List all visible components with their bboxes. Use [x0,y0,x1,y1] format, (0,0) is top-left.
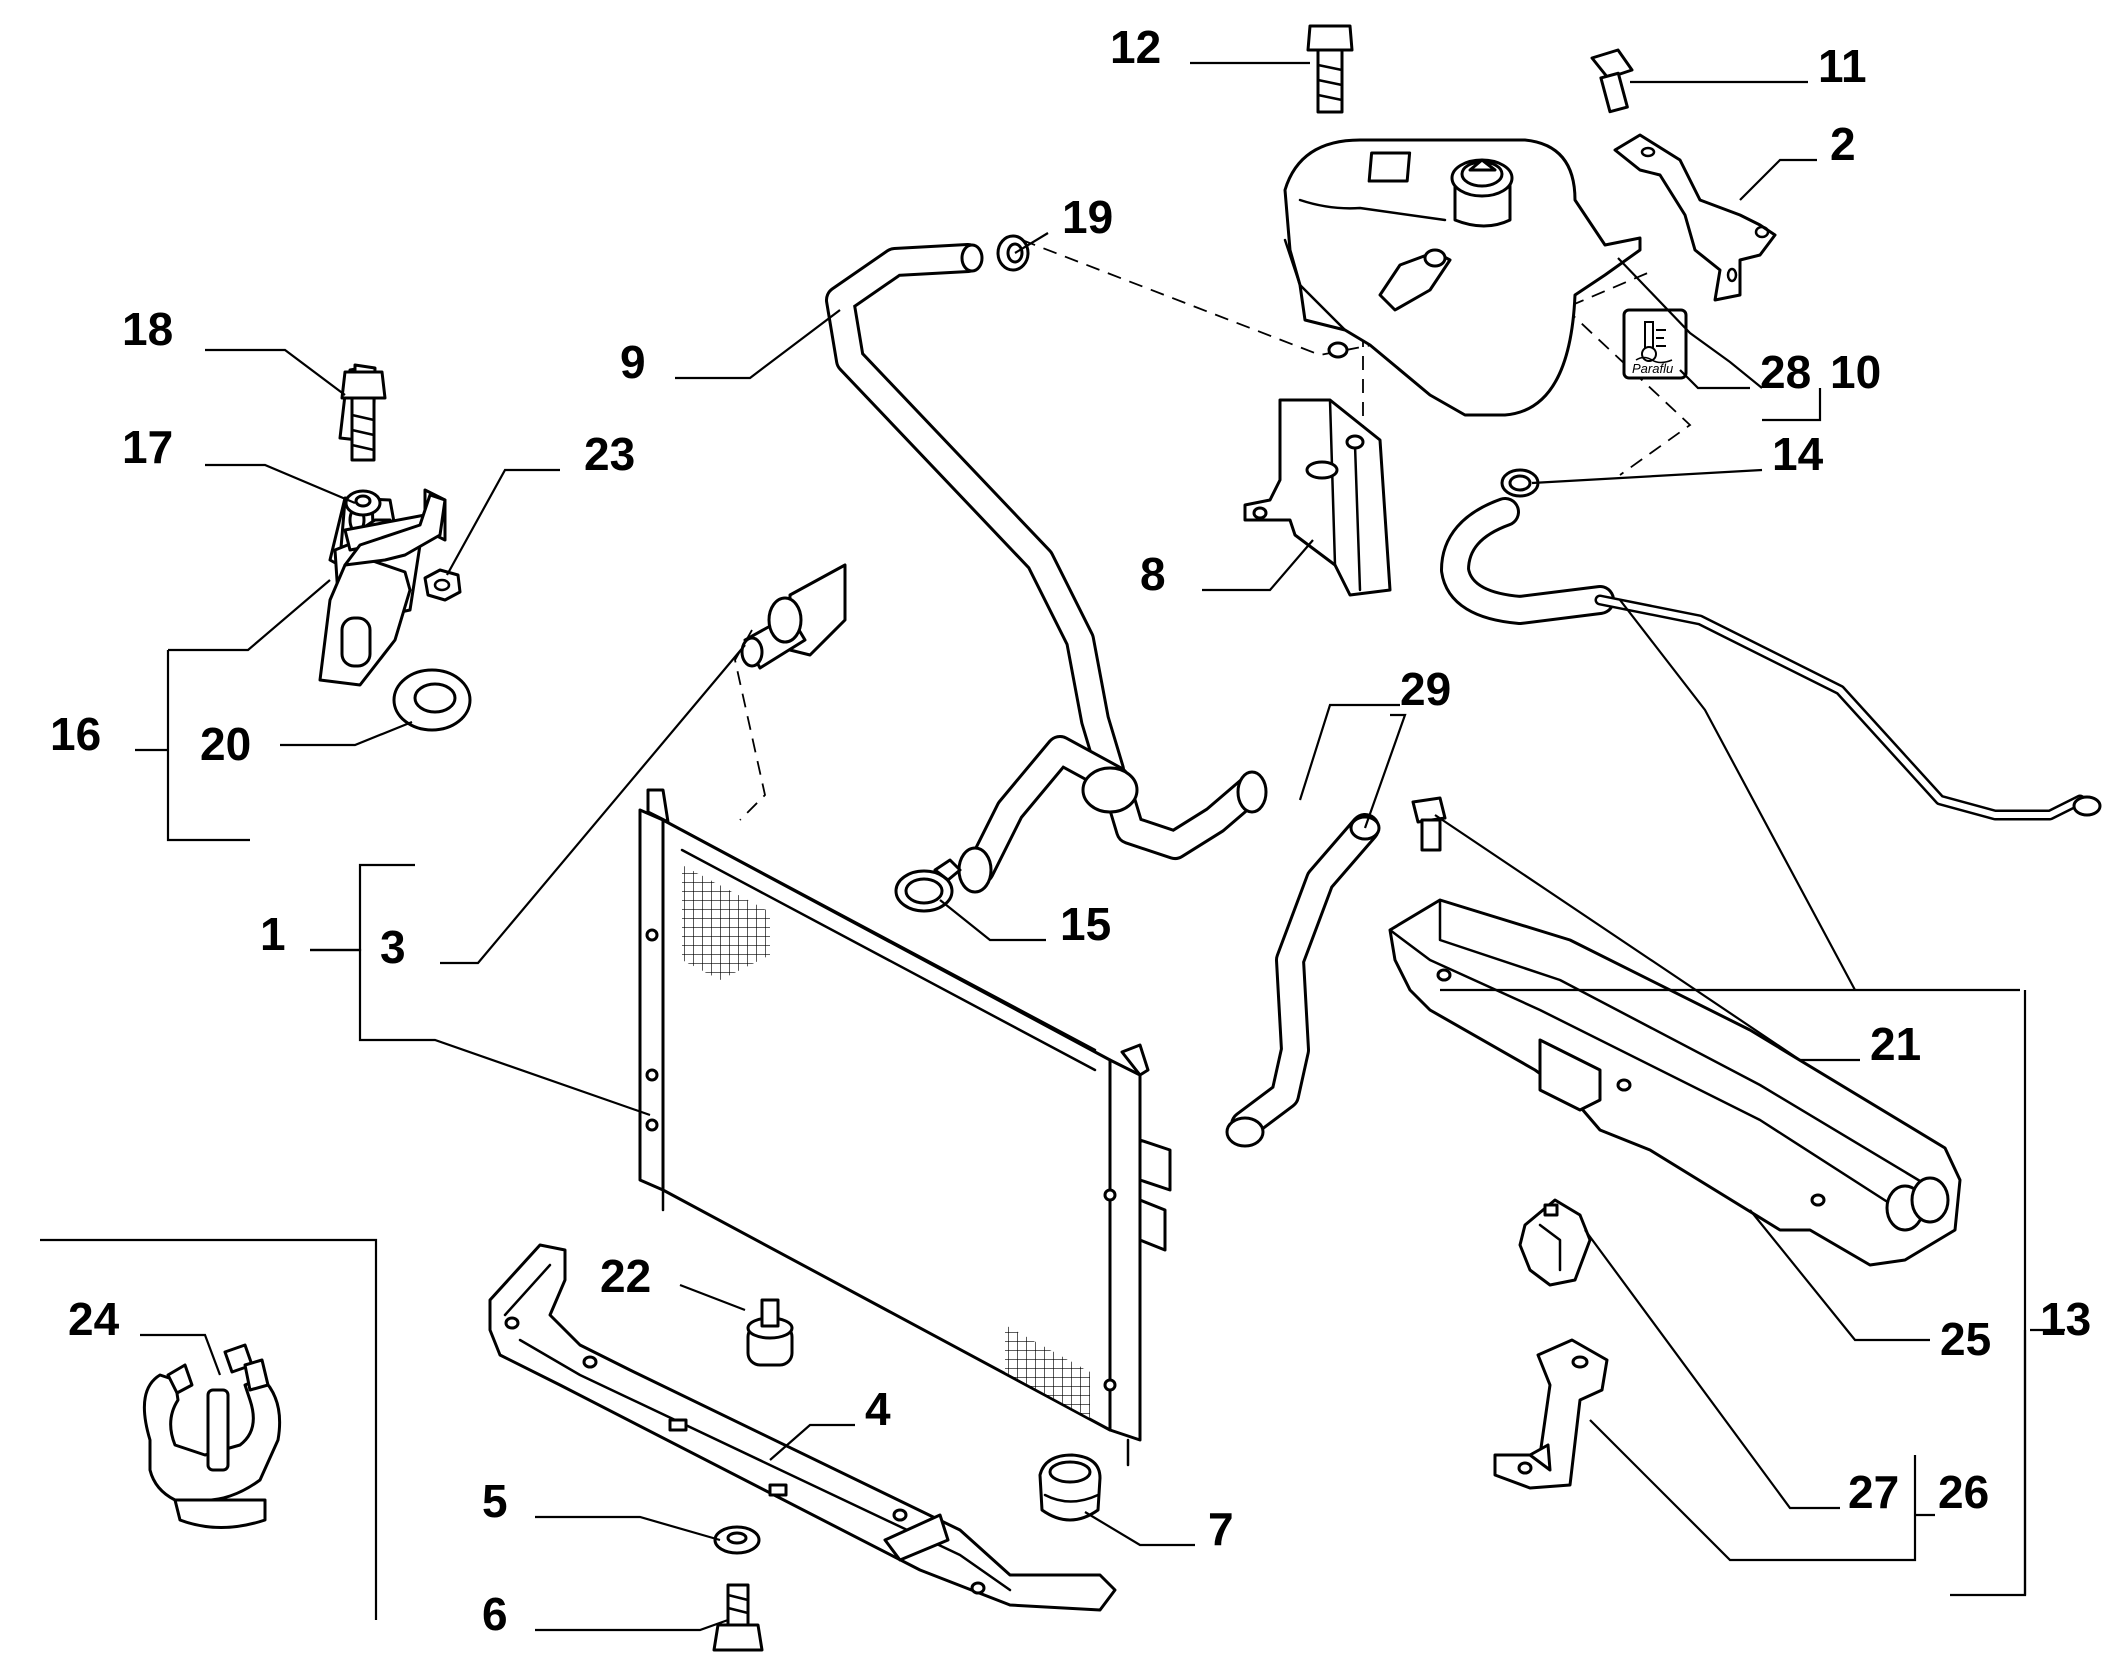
callout-5: 5 [482,1475,508,1527]
coolant-label-part-28: Paraflu [1622,308,1688,380]
callout-14: 14 [1772,428,1824,480]
bolt-part-18 [340,370,387,462]
callout-17: 17 [122,421,173,473]
callout-7: 7 [1208,1503,1234,1555]
bolt-part-11 [1590,48,1634,114]
callout-19: 19 [1062,191,1113,243]
callout-26: 26 [1938,1466,1989,1518]
bolt-part-6 [712,1583,764,1652]
callout-18: 18 [122,303,173,355]
crossmember-part-4 [488,1243,1117,1612]
lower-hose-part-29 [1225,813,1381,1148]
clamp-part-14 [1500,468,1540,498]
washer-part-17 [344,489,382,517]
nut-part-23 [423,568,462,602]
expansion-tank-part-10 [1283,138,1642,417]
clamp-part-19 [996,234,1030,272]
callout-27: 27 [1848,1466,1899,1518]
callout-6: 6 [482,1588,508,1640]
overflow-hose-part-13 [1440,497,2102,821]
bolt-part-21 [1411,796,1447,852]
bolt-part-12 [1306,24,1354,114]
callout-1: 1 [260,908,286,960]
callout-28: 28 [1760,346,1811,398]
callout-25: 25 [1940,1313,1991,1365]
callout-16: 16 [50,708,101,760]
clip-part-24 [142,1343,282,1529]
tank-bracket-part-8 [1243,398,1392,597]
bracket-part-26 [1493,1338,1609,1490]
inset-frame [40,1238,378,1620]
mounting-plug-part-3 [740,563,847,670]
callout-24: 24 [68,1293,120,1345]
hose-tee-junction [957,735,1268,894]
bracket-part-16-main [318,493,447,687]
callout-13: 13 [2040,1293,2091,1345]
callout-20: 20 [200,718,251,770]
washer-part-5 [713,1525,761,1555]
grommet-part-7 [1038,1453,1102,1522]
callout-labels: 12 11 2 19 9 18 17 23 28 10 14 8 16 20 2… [50,21,2091,1640]
clamp-part-15 [894,858,962,913]
callout-9: 9 [620,336,646,388]
callout-2: 2 [1830,118,1856,170]
bracket-part-2 [1613,133,1777,302]
callout-8: 8 [1140,548,1166,600]
clip-part-27 [1518,1198,1592,1287]
coolant-label-text: Paraflu [1632,361,1673,376]
rubber-mount-part-22 [746,1298,794,1367]
callout-22: 22 [600,1250,651,1302]
callout-23: 23 [584,428,635,480]
callout-3: 3 [380,921,406,973]
callout-12: 12 [1110,21,1161,73]
callout-21: 21 [1870,1018,1921,1070]
callout-11: 11 [1818,40,1867,92]
support-beam-part-25 [1388,898,1962,1267]
callout-4: 4 [865,1383,891,1435]
leader-lines [135,61,2065,1632]
upper-hose-part-9 [825,243,1125,785]
callout-10: 10 [1830,346,1881,398]
radiator-part-1 [638,788,1172,1467]
callout-29: 29 [1400,663,1451,715]
bushing-part-20 [392,668,472,732]
callout-15: 15 [1060,898,1111,950]
